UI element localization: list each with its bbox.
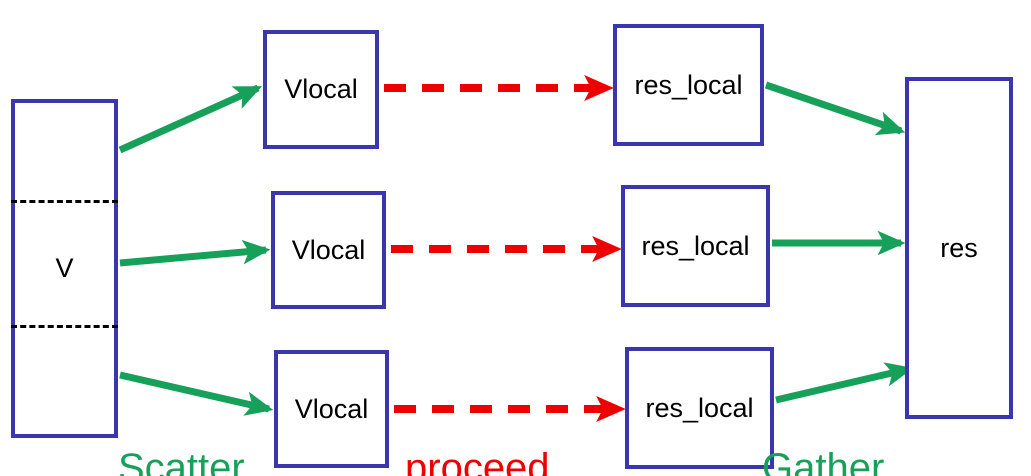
partition-divider	[11, 325, 118, 328]
res-local-box[interactable]: res_local	[613, 24, 764, 146]
res-local-box[interactable]: res_local	[625, 347, 774, 469]
vlocal-box[interactable]: Vlocal	[274, 350, 389, 468]
scatter-arrow-1	[119, 239, 271, 267]
caption-gather: Gather	[762, 446, 885, 476]
vlocal-label: Vlocal	[291, 234, 366, 265]
partition-divider	[11, 200, 118, 203]
vlocal-label: Vlocal	[284, 74, 358, 104]
gather-arrow-0	[764, 81, 906, 136]
caption-scatter: Scatter	[118, 446, 245, 476]
gather-arrow-2	[775, 362, 914, 404]
vlocal-box[interactable]: Vlocal	[271, 191, 386, 309]
vlocal-box[interactable]: Vlocal	[263, 30, 379, 149]
vlocal-label: Vlocal	[294, 393, 369, 424]
scatter-arrow-0	[118, 84, 263, 154]
destination-buffer-res-label: res	[940, 232, 978, 263]
res-local-label: res_local	[641, 230, 750, 261]
res-local-label: res_local	[645, 392, 754, 423]
source-buffer-v-label: V	[55, 253, 74, 283]
scatter-arrow-2	[119, 371, 274, 416]
res-local-label: res_local	[634, 69, 743, 100]
destination-buffer-res[interactable]: res	[905, 77, 1013, 419]
res-local-box[interactable]: res_local	[621, 185, 770, 307]
caption-process: proceed	[405, 446, 550, 476]
source-buffer-v[interactable]: V	[11, 99, 118, 438]
